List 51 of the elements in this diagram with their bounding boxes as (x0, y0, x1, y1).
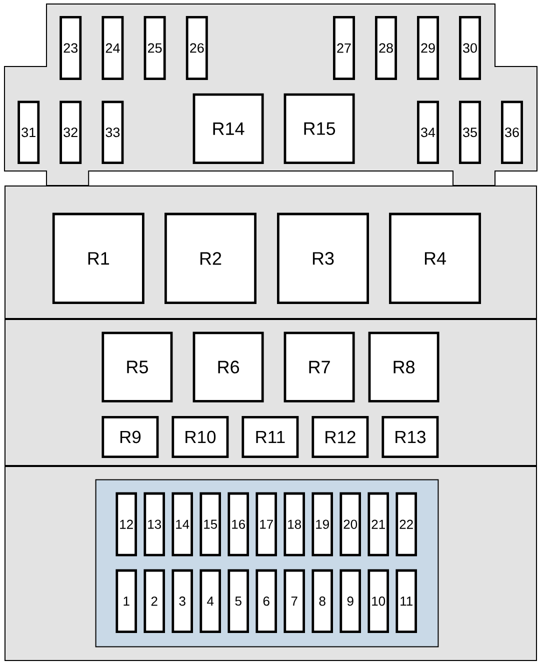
fuse: 13 (144, 492, 165, 556)
relay: R8 (368, 332, 440, 402)
fuse: 23 (60, 16, 82, 80)
fuse: 5 (228, 569, 249, 633)
relay: R7 (284, 332, 355, 402)
fuse: 1 (116, 569, 137, 633)
fuse: 17 (256, 492, 277, 556)
fuse: 9 (340, 569, 361, 633)
fuse: 32 (60, 100, 82, 164)
fuse: 4 (200, 569, 221, 633)
fuse: 12 (116, 492, 137, 556)
relay: R9 (102, 416, 159, 458)
relay: R5 (102, 332, 173, 402)
fuse: 27 (333, 16, 355, 80)
fuse: 22 (396, 492, 417, 556)
relay: R2 (164, 212, 256, 304)
relay: R15 (284, 93, 355, 164)
fuse: 20 (340, 492, 361, 556)
relay: R6 (192, 332, 264, 402)
fuse: 33 (102, 100, 124, 164)
relay: R1 (52, 212, 144, 304)
fuse: 11 (396, 569, 417, 633)
fuse: 24 (102, 16, 124, 80)
fuse: 34 (417, 100, 439, 164)
relay: R12 (312, 416, 369, 458)
fuse: 14 (172, 492, 193, 556)
fuse: 26 (186, 16, 208, 80)
relay: R14 (192, 93, 264, 164)
fuse: 6 (256, 569, 277, 633)
fuse: 29 (417, 16, 439, 80)
fuse: 7 (284, 569, 305, 633)
fuse: 15 (200, 492, 221, 556)
relay: R13 (382, 416, 439, 458)
fuse: 35 (459, 100, 481, 164)
fuse: 28 (375, 16, 397, 80)
relay: R4 (389, 212, 481, 304)
fuse: 36 (501, 100, 523, 164)
fuse: 3 (172, 569, 193, 633)
relay: R10 (172, 416, 229, 458)
fuse: 16 (228, 492, 249, 556)
fuse: 31 (18, 100, 40, 164)
fuse: 25 (144, 16, 166, 80)
fuse: 30 (459, 16, 481, 80)
fuse: 21 (368, 492, 389, 556)
relay: R3 (277, 212, 369, 304)
fuse: 10 (368, 569, 389, 633)
fuse: 19 (312, 492, 333, 556)
fuse: 8 (312, 569, 333, 633)
fuse: 18 (284, 492, 305, 556)
relay: R11 (242, 416, 299, 458)
fuse: 2 (144, 569, 165, 633)
